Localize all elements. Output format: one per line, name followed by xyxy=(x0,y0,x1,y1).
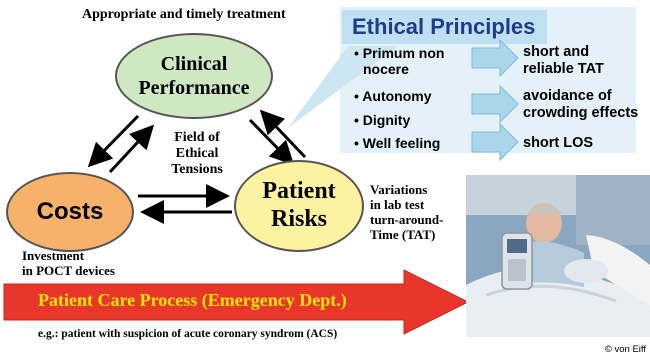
patient-photo-illustration xyxy=(466,175,650,337)
principle-autonomy-label: Autonomy xyxy=(362,88,432,104)
costs-label: Costs xyxy=(36,198,104,225)
bullet-dot: • xyxy=(354,112,359,128)
top-caption: Appropriate and timely treatment xyxy=(82,7,286,22)
arrow-costs-to-clinical xyxy=(108,124,155,174)
risks-note: Variations in lab test turn-around- Time… xyxy=(370,182,444,242)
process-arrow-shape xyxy=(3,269,470,335)
example-text: e.g.: patient with suspicion of acute co… xyxy=(38,328,338,340)
clinical-line2: Performance xyxy=(138,77,250,99)
bullet-dot: • xyxy=(354,45,359,61)
effect-los: short LOS xyxy=(523,135,594,151)
arrow-risks-to-clinical xyxy=(259,109,307,159)
ethical-principles-title: Ethical Principles xyxy=(352,14,536,39)
callout-wedge-shape xyxy=(288,46,398,128)
principle-dignity-label: Dignity xyxy=(362,112,411,128)
copyright-notice: © von Eiff xyxy=(604,344,646,355)
costs-node: Costs xyxy=(6,172,134,252)
clinical-line1: Clinical xyxy=(160,53,228,75)
principle-item-autonomy: • Autonomy xyxy=(354,88,432,104)
arrow-clinical-to-costs xyxy=(87,114,140,168)
process-label: Patient Care Process (Emergency Dept.) xyxy=(38,290,347,310)
bullet-dot: • xyxy=(354,88,359,104)
principle-well-feeling-label: Well feeling xyxy=(362,135,441,151)
patient-photo xyxy=(466,175,650,337)
principle-item-well-feeling: • Well feeling xyxy=(354,135,440,151)
principle-item-primum: • Primum non nocere xyxy=(354,45,444,77)
principle-item-dignity: • Dignity xyxy=(354,112,410,128)
effect-arrow-3 xyxy=(471,122,519,162)
effect-arrow-2 xyxy=(471,84,519,124)
bullet-dot: • xyxy=(354,135,359,151)
arrow-clinical-to-risks xyxy=(248,118,295,166)
principle-primum-line1: Primum non xyxy=(362,45,445,61)
effect-arrow-1 xyxy=(471,38,519,78)
ethical-principles-title-box xyxy=(342,10,547,44)
principle-primum-line2: nocere xyxy=(363,61,409,77)
risks-line2: Risks xyxy=(270,206,328,232)
risks-line1: Patient xyxy=(262,178,336,205)
